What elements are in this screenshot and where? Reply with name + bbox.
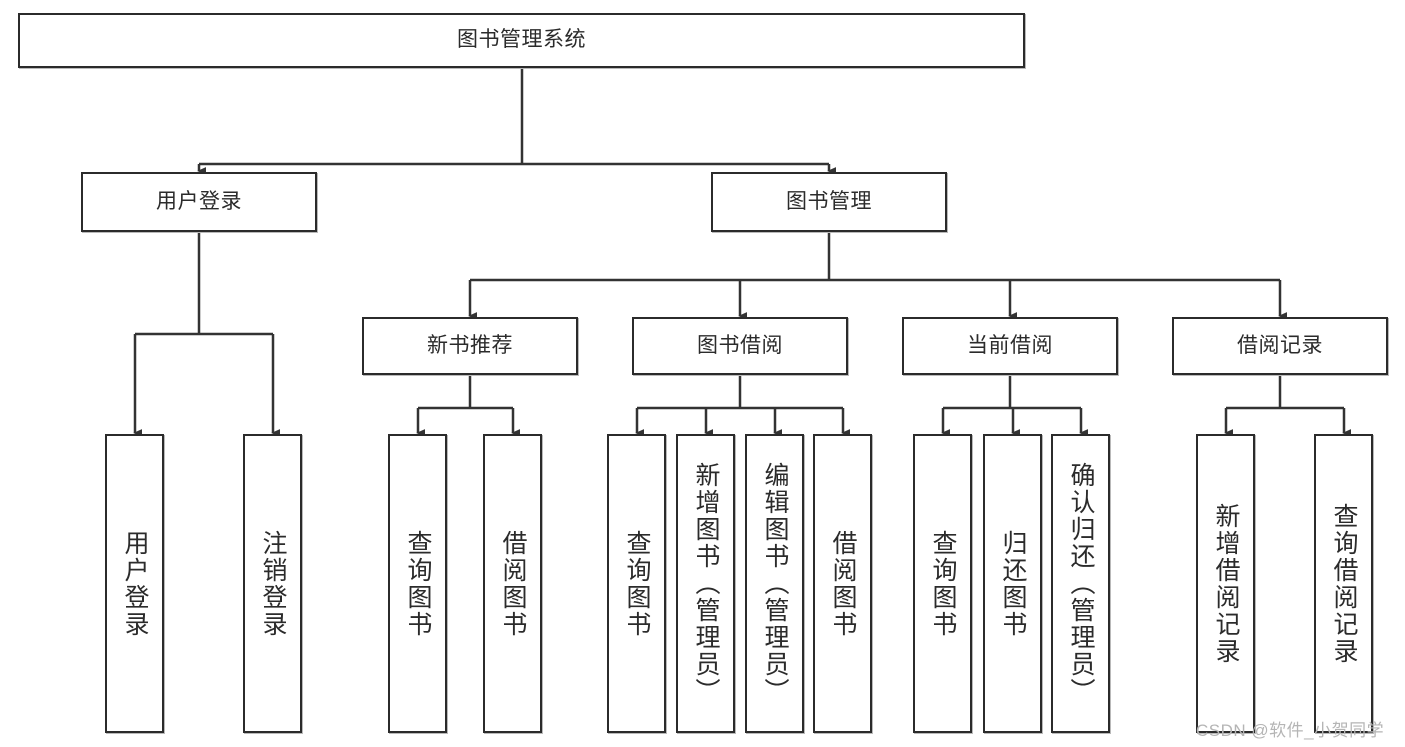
- node-leaf-return-book[interactable]: 归还图书: [983, 434, 1042, 733]
- node-leaf-logout[interactable]: 注销登录: [243, 434, 302, 733]
- node-borrow-record[interactable]: 借阅记录: [1172, 317, 1388, 375]
- node-label-leaf-return-book: 归还图书: [999, 529, 1027, 638]
- node-label-leaf-add-book: 新增图书（管理员）: [692, 462, 720, 705]
- node-label-root: 图书管理系统: [457, 28, 586, 52]
- node-leaf-add-book[interactable]: 新增图书（管理员）: [676, 434, 735, 733]
- node-leaf-borrow-book-1[interactable]: 借阅图书: [483, 434, 542, 733]
- node-new-book-recommend[interactable]: 新书推荐: [362, 317, 578, 375]
- node-label-leaf-logout: 注销登录: [259, 529, 287, 638]
- node-leaf-add-record[interactable]: 新增借阅记录: [1196, 434, 1255, 733]
- node-book-borrow[interactable]: 图书借阅: [632, 317, 848, 375]
- node-current-borrow[interactable]: 当前借阅: [902, 317, 1118, 375]
- node-label-borrow-record: 借阅记录: [1237, 333, 1323, 357]
- edge-group: [133, 68, 1352, 437]
- node-label-leaf-borrow-book-1: 借阅图书: [499, 529, 527, 638]
- node-user-login[interactable]: 用户登录: [81, 172, 317, 232]
- node-leaf-query-book-1[interactable]: 查询图书: [388, 434, 447, 733]
- node-leaf-query-book-3[interactable]: 查询图书: [913, 434, 972, 733]
- node-label-new-book-recommend: 新书推荐: [427, 333, 513, 357]
- node-label-leaf-user-login: 用户登录: [121, 529, 149, 638]
- node-label-book-manage: 图书管理: [786, 189, 872, 213]
- node-label-leaf-add-record: 新增借阅记录: [1212, 502, 1240, 665]
- node-label-leaf-confirm-return: 确认归还（管理员）: [1067, 462, 1095, 705]
- node-leaf-user-login[interactable]: 用户登录: [105, 434, 164, 733]
- node-label-current-borrow: 当前借阅: [967, 333, 1053, 357]
- node-label-leaf-borrow-book-2: 借阅图书: [829, 529, 857, 638]
- node-root[interactable]: 图书管理系统: [18, 13, 1025, 68]
- node-label-user-login: 用户登录: [156, 189, 242, 213]
- node-label-leaf-query-book-1: 查询图书: [404, 529, 432, 638]
- node-leaf-query-book-2[interactable]: 查询图书: [607, 434, 666, 733]
- node-book-manage[interactable]: 图书管理: [711, 172, 947, 232]
- node-label-leaf-query-record: 查询借阅记录: [1330, 502, 1358, 665]
- node-label-leaf-edit-book: 编辑图书（管理员）: [761, 462, 789, 705]
- node-leaf-confirm-return[interactable]: 确认归还（管理员）: [1051, 434, 1110, 733]
- node-leaf-query-record[interactable]: 查询借阅记录: [1314, 434, 1373, 733]
- node-label-leaf-query-book-3: 查询图书: [929, 529, 957, 638]
- node-leaf-edit-book[interactable]: 编辑图书（管理员）: [745, 434, 804, 733]
- node-label-book-borrow: 图书借阅: [697, 333, 783, 357]
- node-label-leaf-query-book-2: 查询图书: [623, 529, 651, 638]
- node-leaf-borrow-book-2[interactable]: 借阅图书: [813, 434, 872, 733]
